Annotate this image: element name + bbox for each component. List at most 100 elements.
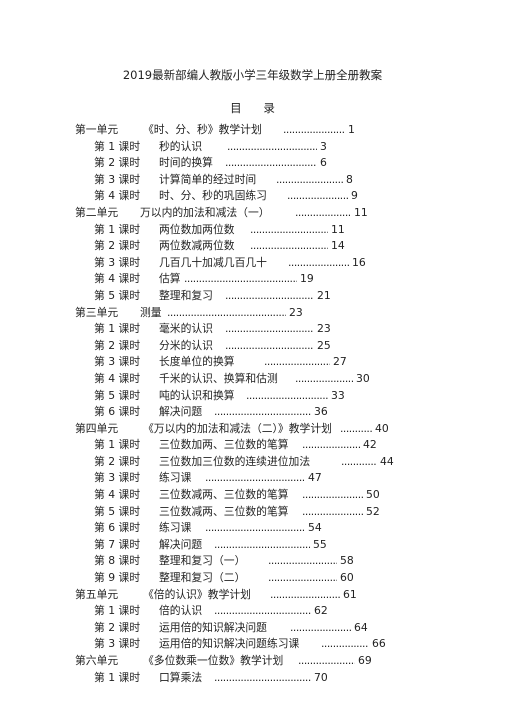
toc-entry-title: 三位数减两、三位数的笔算	[159, 488, 289, 502]
toc-dot-leader: ........................................…	[276, 172, 343, 186]
toc-dot-leader: ........................................…	[268, 554, 337, 568]
toc-dot-leader: ........................................…	[302, 504, 363, 518]
toc-entry-title: 练习课	[159, 521, 192, 535]
toc-lesson-row: 第 7 课时解决问题..............................…	[0, 537, 505, 554]
toc-lesson-row: 第 8 课时整理和复习（一）..........................…	[0, 553, 505, 570]
toc-page-number: 19	[300, 272, 314, 286]
toc-entry-number: 第 2 课时	[94, 156, 141, 170]
toc-lesson-row: 第 2 课时运用倍的知识解决问题........................…	[0, 620, 505, 637]
toc-entry-title: 测量	[140, 305, 162, 319]
toc-lesson-row: 第 1 课时秒的认识..............................…	[0, 139, 505, 156]
toc-page-number: 60	[340, 571, 354, 585]
toc-page-number: 25	[317, 338, 331, 352]
toc-dot-leader: ........................................…	[225, 288, 314, 302]
toc-unit-row: 第五单元《倍的认识》教学计划..........................…	[0, 587, 505, 604]
toc-lesson-row: 第 6 课时练习课...............................…	[0, 520, 505, 537]
toc-entry-number: 第 3 课时	[94, 172, 141, 186]
toc-dot-leader: ........................................…	[288, 255, 349, 269]
toc-entry-title: 练习课	[159, 471, 192, 485]
toc-page-number: 70	[314, 670, 328, 684]
toc-entry-title: 万以内的加法和减法（一）	[140, 205, 270, 219]
toc-dot-leader: ........................................…	[298, 654, 355, 667]
toc-page-number: 47	[308, 471, 322, 485]
toc-page-number: 3	[320, 139, 327, 153]
toc-entry-title: 倍的认识	[159, 604, 203, 618]
toc-dot-leader: ........................................…	[246, 388, 328, 402]
toc-dot-leader: ........................................…	[184, 272, 297, 286]
toc-entry-title: 吨的认识和换算	[159, 388, 235, 402]
toc-unit-row: 第三单元测量..................................…	[0, 305, 505, 322]
toc-entry-number: 第 2 课时	[94, 338, 141, 352]
toc-entry-number: 第四单元	[75, 421, 119, 435]
toc-dot-leader: ........................................…	[287, 189, 348, 203]
document-title: 2019最新部编人教版小学三年级数学上册全册教案	[122, 68, 383, 82]
toc-entry-title: 《万以内的加法和减法（二）》教学计划	[143, 421, 332, 435]
toc-entry-number: 第 4 课时	[94, 371, 141, 385]
toc-page-number: 40	[375, 421, 389, 435]
toc-page-number: 8	[346, 172, 353, 186]
toc-dot-leader: ........................................…	[167, 305, 286, 319]
toc-lesson-row: 第 5 课时三位数减两、三位数的笔算......................…	[0, 504, 505, 521]
toc-unit-row: 第一单元《时、分、秒》教学计划.........................…	[0, 122, 505, 139]
table-of-contents: 第一单元《时、分、秒》教学计划.........................…	[0, 122, 505, 686]
toc-entry-title: 《倍的认识》教学计划	[143, 587, 251, 601]
toc-entry-number: 第 3 课时	[94, 355, 141, 369]
toc-entry-number: 第 6 课时	[94, 405, 141, 419]
toc-page-number: 54	[308, 521, 322, 535]
toc-lesson-row: 第 1 课时 倍的认识..............................…	[0, 603, 505, 620]
toc-entry-number: 第 5 课时	[94, 288, 141, 302]
toc-entry-title: 三位数加两、三位数的笔算	[159, 438, 289, 452]
toc-dot-leader: ........................................…	[225, 156, 317, 170]
toc-dot-leader: ........................................…	[214, 604, 311, 618]
toc-dot-leader: ........................................…	[250, 222, 328, 236]
toc-entry-number: 第 2 课时	[94, 239, 141, 253]
toc-entry-title: 时间的换算	[159, 156, 213, 170]
toc-page-number: 23	[317, 322, 331, 336]
toc-entry-title: 整理和复习（二）	[159, 571, 246, 585]
toc-dot-leader: ........................................…	[270, 587, 340, 601]
toc-page-number: 44	[380, 454, 394, 468]
toc-entry-number: 第 5 课时	[94, 504, 141, 518]
toc-page-number: 36	[314, 405, 328, 419]
toc-dot-leader: ........................................…	[205, 521, 305, 535]
toc-dot-leader: ........................................…	[264, 355, 330, 369]
toc-entry-title: 整理和复习（一）	[159, 554, 246, 568]
toc-entry-title: 两位数减两位数	[159, 239, 235, 253]
toc-lesson-row: 第 2 课时分米的认识.............................…	[0, 338, 505, 355]
toc-page-number: 64	[354, 620, 368, 634]
toc-entry-number: 第二单元	[75, 205, 119, 219]
toc-entry-title: 三位数加三位数的连续进位加法	[159, 454, 311, 468]
toc-entry-number: 第 1 课时	[94, 322, 141, 336]
toc-lesson-row: 第 4 课时估算................................…	[0, 271, 505, 288]
toc-entry-title: 口算乘法	[159, 670, 203, 684]
toc-entry-number: 第 1 课时	[94, 139, 141, 153]
toc-lesson-row: 第 6 课时解决问题..............................…	[0, 404, 505, 421]
toc-page-number: 27	[333, 355, 347, 369]
toc-page-number: 23	[289, 305, 303, 319]
toc-lesson-row: 第 1 课时 口算乘法..............................…	[0, 670, 505, 687]
toc-entry-title: 《时、分、秒》教学计划	[143, 123, 262, 136]
toc-unit-row: 第二单元万以内的加法和减法（一）........................…	[0, 205, 505, 222]
toc-entry-number: 第 1 课时	[94, 604, 141, 618]
toc-lesson-row: 第 2 课时 时间的换算.............................…	[0, 155, 505, 172]
toc-dot-leader: ........................................…	[250, 239, 328, 253]
toc-entry-number: 第 2 课时	[94, 454, 141, 468]
toc-lesson-row: 第 3 课时运用倍的知识解决问题练习课.....................…	[0, 636, 505, 653]
toc-lesson-row: 第 9 课时整理和复习（二）..........................…	[0, 570, 505, 587]
toc-lesson-row: 第 3 课时练习课...............................…	[0, 470, 505, 487]
toc-page-number: 42	[363, 438, 377, 452]
toc-lesson-row: 第 4 课时千米的认识、换算和估测.......................…	[0, 371, 505, 388]
toc-page-number: 61	[343, 587, 357, 601]
toc-page-number: 66	[372, 637, 386, 651]
toc-lesson-row: 第 3 课时计算简单的经过时间.........................…	[0, 172, 505, 189]
toc-entry-number: 第 4 课时	[94, 272, 141, 286]
toc-page-number: 16	[352, 255, 366, 269]
toc-page-number: 21	[317, 288, 331, 302]
toc-page-number: 14	[331, 239, 345, 253]
toc-entry-number: 第 3 课时	[94, 471, 141, 485]
toc-dot-leader: ........................................…	[268, 571, 337, 585]
toc-entry-number: 第 1 课时	[94, 670, 141, 684]
toc-dot-leader: ........................................…	[214, 670, 311, 684]
toc-entry-title: 千米的认识、换算和估测	[159, 371, 278, 385]
